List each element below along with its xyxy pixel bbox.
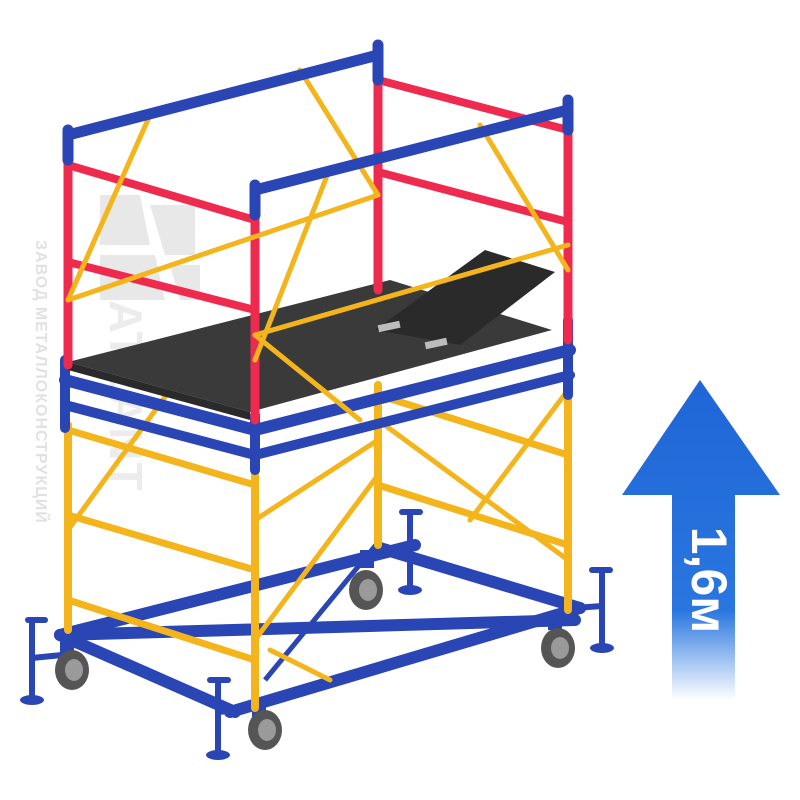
deck-platform [68,250,555,420]
guardrail-frames [63,70,573,425]
wheel-front-left [55,635,89,690]
top-rails [62,39,574,221]
outrigger-front-left [20,617,65,705]
upper-braces [65,67,571,423]
atlant-logo-icon [100,195,200,300]
wheel-back-right [541,612,575,668]
up-arrow-icon [622,380,780,700]
outrigger-front-right [206,677,243,760]
base-frame [20,509,614,760]
outrigger-back-left [398,509,423,595]
deck-hatch [375,250,555,345]
wheel-back-left [349,550,383,610]
watermark-caption: ЗАВОД МЕТАЛЛОКОНСТРУКЦИЙ [32,240,51,524]
lower-frame-section [64,381,572,712]
height-indicator: 1,6м [622,380,780,700]
height-label: 1,6м [681,527,737,634]
outrigger-back-right [572,567,614,653]
